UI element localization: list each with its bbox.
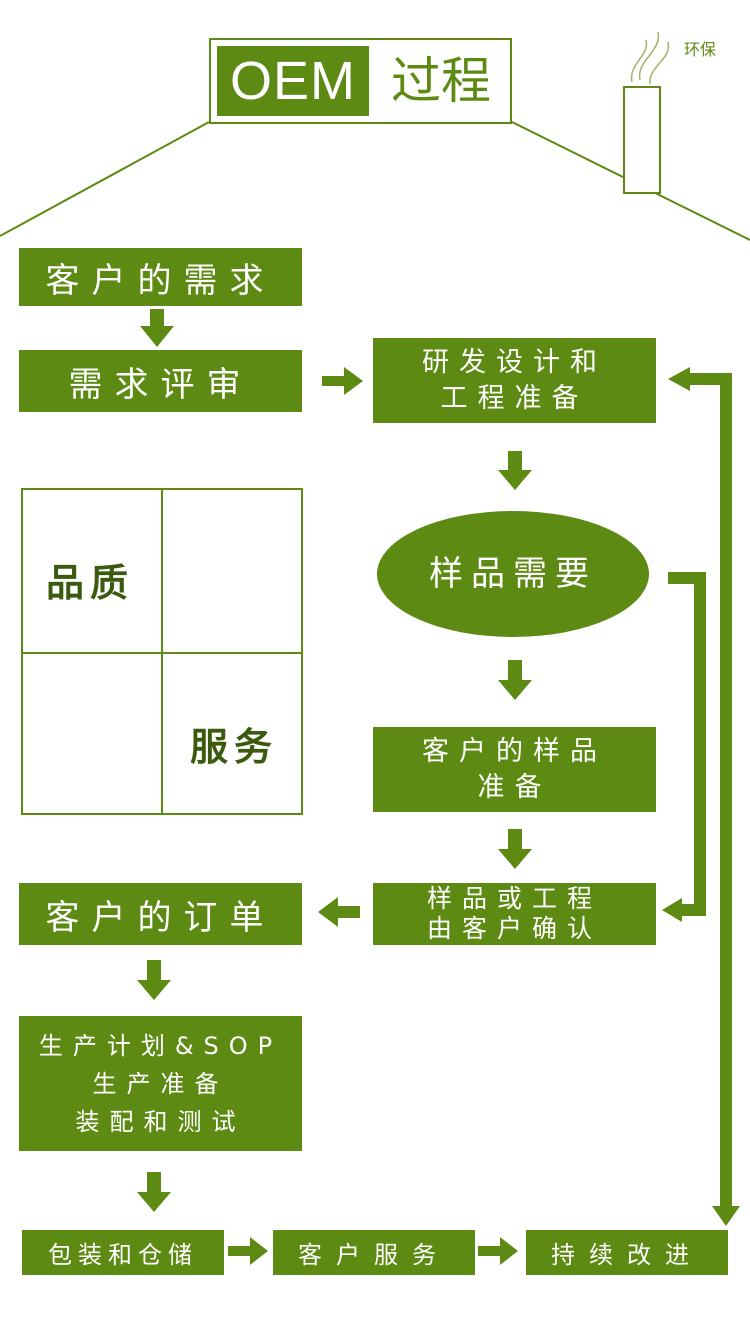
smoke-icon <box>630 31 670 85</box>
loop-arrow-improve <box>686 373 732 1208</box>
step-production-plan: 生产计划&SOP 生产准备 装配和测试 <box>19 1016 302 1151</box>
arrow-right-3 <box>478 1237 518 1265</box>
quadrant-quality: 品质 <box>46 560 135 605</box>
step-plan-line3: 装配和测试 <box>75 1107 246 1136</box>
step-packaging: 包装和仓储 <box>22 1230 224 1275</box>
title-process: 过程 <box>391 52 491 110</box>
step-plan-line2: 生产准备 <box>92 1069 229 1098</box>
step-plan-line1: 生产计划&SOP <box>38 1031 283 1060</box>
arrow-down-3 <box>498 660 532 700</box>
loop-arrow-sample-head <box>662 898 682 922</box>
step-rd-line1: 研发设计和 <box>422 346 607 378</box>
arrow-right-2 <box>228 1237 268 1265</box>
step-customer-service: 客户服务 <box>273 1230 475 1275</box>
quadrant-service: 服务 <box>190 724 279 769</box>
loop-arrow-improve-head-down <box>712 1206 740 1226</box>
step-needs-review-label: 需求评审 <box>68 364 253 405</box>
step-customer-order-label: 客户的订单 <box>45 897 276 938</box>
step-rd-line2: 工程准备 <box>440 382 589 414</box>
arrow-down-1 <box>140 309 174 347</box>
step-confirm-line2: 由客户确认 <box>426 914 602 943</box>
step-customer-needs-label: 客户的需求 <box>45 260 276 301</box>
arrow-down-5 <box>137 960 171 1000</box>
step-confirm-line1: 样品或工程 <box>426 884 602 913</box>
step-customer-order: 客户的订单 <box>19 883 302 945</box>
step-continuous-improvement-label: 持续改进 <box>551 1241 703 1269</box>
step-continuous-improvement: 持续改进 <box>526 1230 728 1275</box>
roof-left-line <box>0 121 210 237</box>
arrow-down-4 <box>498 829 532 869</box>
arrow-left-1 <box>318 897 360 927</box>
arrow-down-2 <box>498 451 532 490</box>
chimney <box>623 86 661 194</box>
step-customer-confirm: 样品或工程 由客户确认 <box>373 883 656 945</box>
chimney-label: 环保 <box>684 40 717 59</box>
loop-arrow-improve-head-left <box>668 367 690 391</box>
loop-arrow-sample <box>668 572 706 916</box>
title-banner: OEM 过程 <box>209 38 512 124</box>
arrow-right-1 <box>322 367 363 395</box>
step-customer-needs: 客户的需求 <box>19 248 302 306</box>
step-sample-needed: 样品需要 <box>429 554 597 594</box>
arrow-down-6 <box>137 1172 171 1212</box>
title-oem: OEM <box>217 46 369 116</box>
step-customer-sample: 客户的样品 准备 <box>373 727 656 812</box>
step-packaging-label: 包装和仓储 <box>48 1241 198 1269</box>
step-needs-review: 需求评审 <box>19 350 302 412</box>
step-customer-sample-line1: 客户的样品 <box>422 735 607 767</box>
sample-needed-ellipse <box>377 511 649 637</box>
step-rd-design: 研发设计和 工程准备 <box>373 338 656 423</box>
step-customer-sample-line2: 准备 <box>477 771 552 803</box>
step-customer-service-label: 客户服务 <box>298 1241 450 1269</box>
